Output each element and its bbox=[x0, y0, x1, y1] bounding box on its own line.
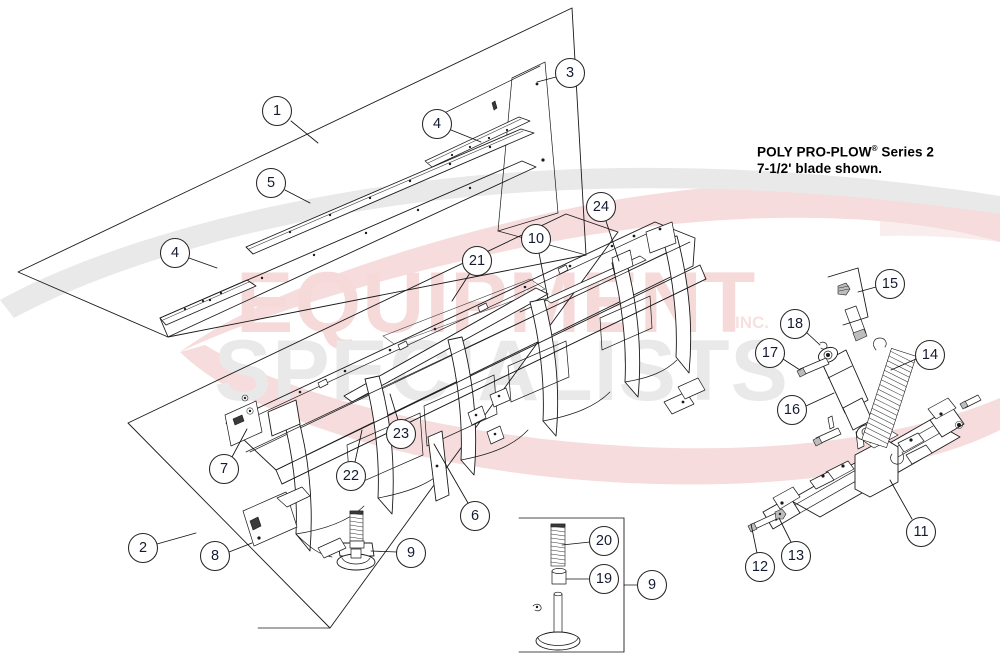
callout-16[interactable]: 16 bbox=[776, 394, 808, 426]
pin-lower bbox=[812, 427, 842, 447]
callout-11[interactable]: 11 bbox=[905, 516, 937, 548]
rail-tabs bbox=[317, 264, 569, 389]
callout-bubbles: 1 2 3 4 4 5 6 7 8 9 9 10 11 12 13 14 15 … bbox=[127, 57, 946, 601]
callout-24[interactable]: 24 bbox=[585, 191, 617, 223]
hardware-kit-15 bbox=[827, 267, 869, 342]
callout-6[interactable]: 6 bbox=[459, 500, 491, 532]
clip-18 bbox=[819, 341, 828, 350]
callout-leaders bbox=[156, 76, 917, 580]
callout-number: 13 bbox=[788, 548, 804, 564]
callout-10[interactable]: 10 bbox=[520, 223, 552, 255]
callout-21[interactable]: 21 bbox=[461, 245, 493, 277]
callout-number: 9 bbox=[648, 577, 656, 593]
callout-number: 20 bbox=[596, 533, 612, 549]
callout-number: 16 bbox=[784, 402, 800, 418]
callout-number: 24 bbox=[593, 199, 609, 215]
callout-7[interactable]: 7 bbox=[208, 453, 240, 485]
title-line-2: 7-1/2' blade shown. bbox=[757, 160, 883, 176]
callout-number: 21 bbox=[469, 253, 485, 269]
callout-12[interactable]: 12 bbox=[744, 551, 776, 583]
callout-number: 22 bbox=[343, 468, 359, 484]
title-line-1: POLY PRO-PLOW® Series 2 bbox=[757, 141, 934, 161]
callout-9-blade[interactable]: 9 bbox=[395, 537, 427, 569]
callout-5[interactable]: 5 bbox=[255, 167, 287, 199]
callout-number: 7 bbox=[220, 461, 228, 477]
shoe-detail-exploded bbox=[532, 523, 581, 651]
callout-number: 8 bbox=[211, 548, 219, 564]
callout-4-lower[interactable]: 4 bbox=[159, 237, 191, 269]
callout-18[interactable]: 18 bbox=[779, 308, 811, 340]
callout-9-detail[interactable]: 9 bbox=[636, 569, 668, 601]
shoe-assembly-bracket bbox=[518, 517, 639, 653]
callout-number: 11 bbox=[913, 524, 928, 540]
callout-13[interactable]: 13 bbox=[780, 540, 812, 572]
pin-17 bbox=[796, 357, 830, 378]
callout-22[interactable]: 22 bbox=[335, 460, 367, 492]
callout-number: 18 bbox=[787, 316, 803, 332]
callout-15[interactable]: 15 bbox=[874, 268, 906, 300]
callout-number: 5 bbox=[267, 175, 275, 191]
callout-14[interactable]: 14 bbox=[914, 339, 946, 371]
watermark-swoosh-gray bbox=[0, 167, 1000, 318]
callout-2[interactable]: 2 bbox=[127, 532, 159, 564]
callout-number: 4 bbox=[171, 245, 179, 261]
callout-number: 14 bbox=[922, 347, 938, 363]
watermark-equipment: EQUIPMENT bbox=[236, 255, 756, 351]
callout-number: 6 bbox=[471, 508, 479, 524]
callout-17[interactable]: 17 bbox=[754, 337, 786, 369]
registered-mark: ® bbox=[871, 144, 878, 153]
edge-holes-5 bbox=[288, 145, 492, 234]
main-moldboard bbox=[224, 221, 707, 571]
rib-mount-ears bbox=[467, 387, 511, 445]
callout-3[interactable]: 3 bbox=[554, 57, 586, 89]
shoe-spring bbox=[349, 510, 364, 542]
callout-number: 19 bbox=[596, 571, 612, 587]
callout-4-upper[interactable]: 4 bbox=[421, 108, 453, 140]
callout-number: 17 bbox=[762, 345, 778, 361]
mount-frame-assembly bbox=[747, 267, 982, 533]
left-shoe-assembly bbox=[336, 510, 376, 571]
bolt-right bbox=[959, 394, 982, 410]
title-block: POLY PRO-PLOW® Series 2 7-1/2' blade sho… bbox=[757, 141, 934, 177]
callout-number: 15 bbox=[882, 276, 898, 292]
callout-number: 23 bbox=[393, 426, 409, 442]
extension-spring bbox=[861, 337, 917, 465]
callout-8[interactable]: 8 bbox=[199, 540, 231, 572]
callout-number: 1 bbox=[273, 103, 281, 119]
watermark-inc: INC. bbox=[735, 313, 769, 332]
callout-number: 2 bbox=[139, 540, 147, 556]
moldboard-panels bbox=[295, 359, 678, 535]
upper-moldboard-assembly bbox=[17, 7, 587, 338]
callout-23[interactable]: 23 bbox=[385, 418, 417, 450]
right-end-brackets bbox=[611, 221, 706, 415]
faceplate-holes bbox=[208, 186, 472, 302]
callout-1[interactable]: 1 bbox=[261, 95, 293, 127]
callout-number: 3 bbox=[566, 65, 574, 81]
callout-20[interactable]: 20 bbox=[588, 525, 620, 557]
series-label: Series 2 bbox=[877, 144, 935, 160]
product-name: POLY PRO-PLOW bbox=[757, 144, 872, 160]
callout-number: 9 bbox=[407, 545, 415, 561]
callout-number: 12 bbox=[752, 559, 768, 575]
moldboard-ribs bbox=[282, 235, 692, 552]
lower-assembly-frame bbox=[127, 213, 619, 629]
callout-number: 10 bbox=[528, 231, 544, 247]
nut-13 bbox=[774, 508, 787, 520]
callout-number: 4 bbox=[433, 116, 441, 132]
callout-19[interactable]: 19 bbox=[588, 563, 620, 595]
